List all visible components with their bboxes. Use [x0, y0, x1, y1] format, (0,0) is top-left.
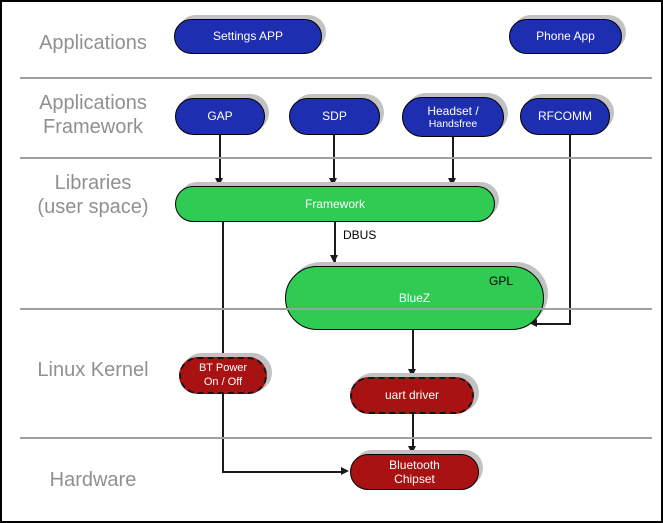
layer-label-line: Hardware — [49, 469, 137, 491]
arrowhead-bluez-uart — [408, 369, 416, 377]
edge-gap-to-framework — [219, 135, 221, 186]
layer-label-line: Linux Kernel — [37, 359, 149, 381]
edge-left-route-to-chipset — [222, 471, 342, 473]
edge-rfcomm-to-bluez — [535, 323, 571, 325]
edge-framework-to-bluez-dbus — [334, 222, 336, 262]
layer-label-line: Framework — [42, 116, 143, 139]
layer-label-line: Libraries — [54, 172, 132, 194]
edge-rfcomm-vertical — [569, 135, 571, 325]
node-label: RFCOMM — [538, 109, 592, 124]
arrowhead-route-chipset — [341, 467, 349, 475]
arrowhead-dbus-bluez — [330, 255, 338, 263]
arrowhead-headset-framework — [448, 178, 456, 186]
layer-label-line: Applications — [39, 32, 147, 54]
layer-label-line: Applications — [39, 92, 147, 114]
arrowhead-uart-chipset — [408, 446, 416, 454]
edge-bluez-to-uart — [412, 330, 414, 377]
node-bluez: BlueZ GPL — [285, 266, 544, 330]
layer-label-libraries: Libraries (user space) — [12, 171, 174, 220]
layer-label-line: (user space) — [37, 196, 149, 219]
layer-label-applications: Applications — [12, 31, 174, 55]
edge-uart-to-chipset — [412, 414, 414, 454]
arrowhead-sdp-framework — [329, 178, 337, 186]
node-label: BT Power — [198, 362, 248, 375]
node-label: Bluetooth — [389, 457, 440, 472]
arrowhead-rfcomm-bluez — [529, 319, 537, 327]
divider-libraries-kernel — [20, 308, 652, 310]
node-bluetooth-chipset: Bluetooth Chipset — [350, 454, 479, 490]
arrowhead-gap-framework — [215, 178, 223, 186]
node-label: uart driver — [384, 388, 440, 403]
divider-framework-libraries — [20, 157, 652, 159]
dbus-edge-label: DBUS — [343, 228, 377, 242]
node-phone-app: Phone App — [509, 19, 622, 54]
edge-sdp-to-framework — [333, 135, 335, 186]
node-label: Handsfree — [428, 117, 478, 130]
divider-applications-framework — [20, 77, 652, 79]
node-label: GAP — [207, 109, 233, 124]
layer-label-hardware: Hardware — [12, 468, 174, 492]
node-label: BlueZ — [398, 290, 431, 305]
layer-label-linux-kernel: Linux Kernel — [12, 358, 174, 382]
node-settings-app: Settings APP — [174, 19, 322, 54]
node-label: Phone App — [536, 29, 595, 44]
node-sdp: SDP — [289, 98, 380, 135]
node-gap: GAP — [175, 98, 265, 135]
node-framework: Framework — [175, 186, 495, 222]
node-label: SDP — [322, 109, 347, 124]
node-headset-handsfree: Headset / Handsfree — [402, 97, 504, 137]
divider-kernel-hardware — [20, 437, 652, 439]
node-rfcomm: RFCOMM — [520, 98, 610, 135]
node-label: Settings APP — [212, 29, 284, 44]
layer-label-applications-framework: Applications Framework — [12, 91, 174, 140]
node-label: Framework — [304, 196, 365, 211]
node-label: Headset / — [427, 103, 479, 118]
node-label: Chipset — [394, 472, 435, 486]
edge-headset-to-framework — [452, 137, 454, 186]
gpl-badge: GPL — [488, 274, 513, 288]
node-uart-driver: uart driver — [350, 377, 474, 414]
edge-framework-down-left-route — [222, 222, 224, 473]
node-label: On / Off — [203, 375, 243, 388]
node-bt-power: BT Power On / Off — [179, 357, 267, 394]
